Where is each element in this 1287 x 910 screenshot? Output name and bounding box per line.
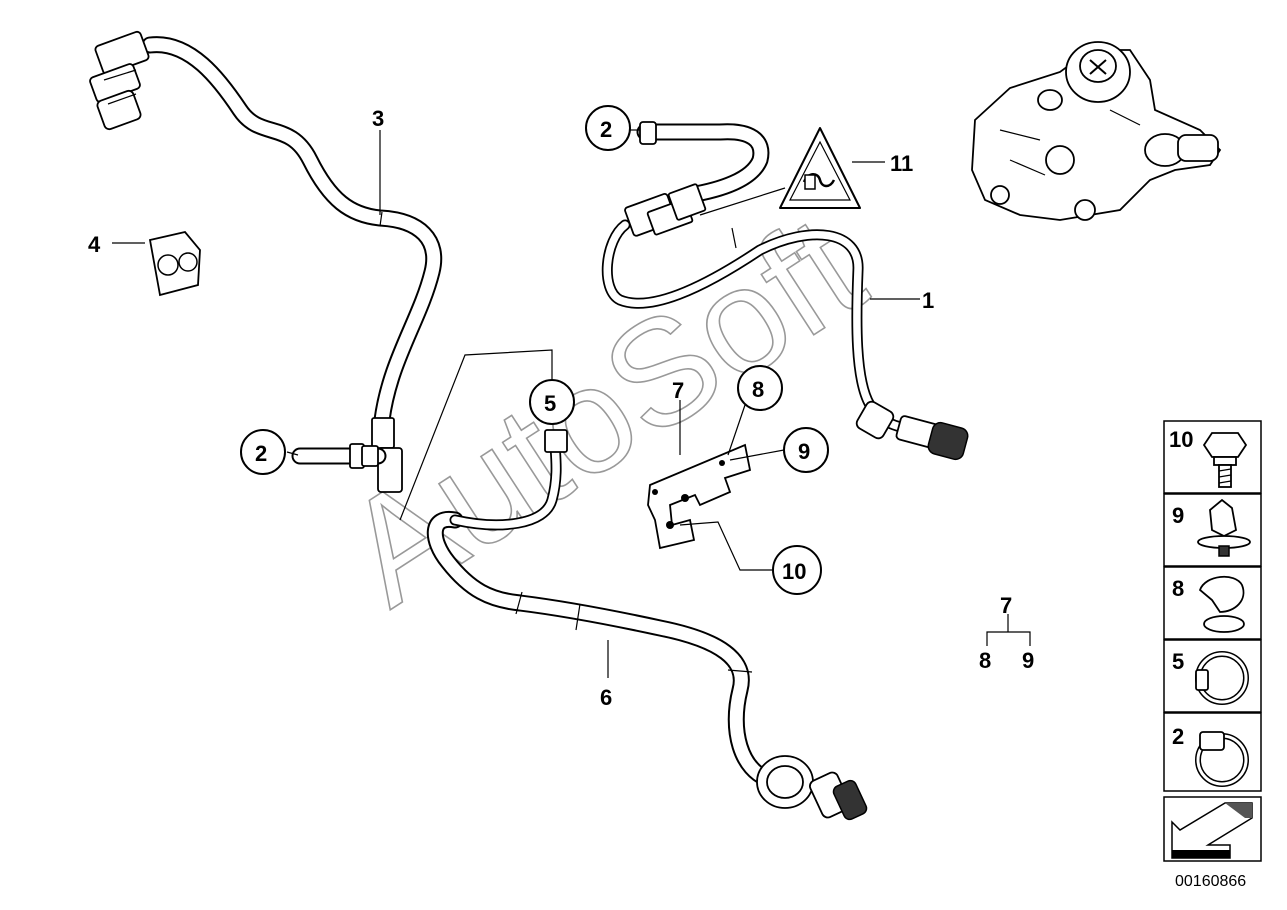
callout-circle-9: [783, 427, 829, 473]
direction-arrow-icon[interactable]: [1171, 802, 1253, 859]
callout-4: 4: [88, 232, 101, 257]
callout-circle-10: [772, 545, 822, 595]
warning-label-part-11: [779, 127, 861, 209]
quick-connector-icon: [89, 30, 150, 131]
callout-10: 10: [782, 559, 806, 584]
quick-connector-icon: [895, 415, 969, 461]
hose-part-2-upper: [636, 121, 770, 204]
hose-part-6: [426, 429, 868, 821]
callout-circle-5: [529, 379, 575, 425]
legend-number-8: 8: [1172, 576, 1184, 601]
callout-11: 11: [890, 151, 913, 176]
document-number: 00160866: [1175, 873, 1246, 890]
worm-drive-clamp-icon: [1195, 731, 1249, 787]
callout-circle-2-upper: [585, 105, 631, 151]
callout-circle-2-lower: [240, 429, 286, 475]
parts-legend: 10 9 8 5: [1163, 420, 1262, 862]
hex-bolt-icon: [1202, 432, 1248, 488]
legend-number-2: 2: [1172, 724, 1184, 749]
group-right: 9: [1022, 648, 1034, 673]
callout-circle-8: [737, 365, 783, 411]
callout-9: 9: [798, 439, 810, 464]
legend-number-9: 9: [1172, 503, 1184, 528]
fuel-pump-icon: [971, 41, 1222, 221]
leader-lines: [112, 129, 1031, 678]
expanding-rivet-clip-icon: [1197, 498, 1251, 557]
group-notation: 7 8 9: [979, 593, 1034, 673]
callout-3: 3: [372, 106, 384, 131]
callout-5: 5: [544, 391, 556, 416]
callout-labels: 3 4 11 1 6 7 2 2 5 8 9 10: [88, 105, 934, 710]
group-top: 7: [1000, 593, 1012, 618]
clip-part-4: [148, 230, 201, 297]
legend-number-10: 10: [1169, 427, 1193, 452]
callout-2-upper: 2: [600, 117, 612, 142]
quick-connector-icon: [756, 755, 868, 821]
hose-clip-icon: [1198, 576, 1245, 633]
callout-1: 1: [922, 288, 934, 313]
callout-8: 8: [752, 377, 764, 402]
spring-band-clamp-icon: [1195, 651, 1249, 705]
hose-part-3: [89, 30, 443, 493]
group-left: 8: [979, 648, 991, 673]
callout-7: 7: [672, 378, 684, 403]
callout-2-lower: 2: [255, 441, 267, 466]
bracket-part-7: [647, 443, 752, 550]
hose-part-2-lower: [291, 443, 387, 469]
legend-number-5: 5: [1172, 649, 1184, 674]
callout-6: 6: [600, 685, 612, 710]
hose-part-1: [601, 183, 969, 461]
